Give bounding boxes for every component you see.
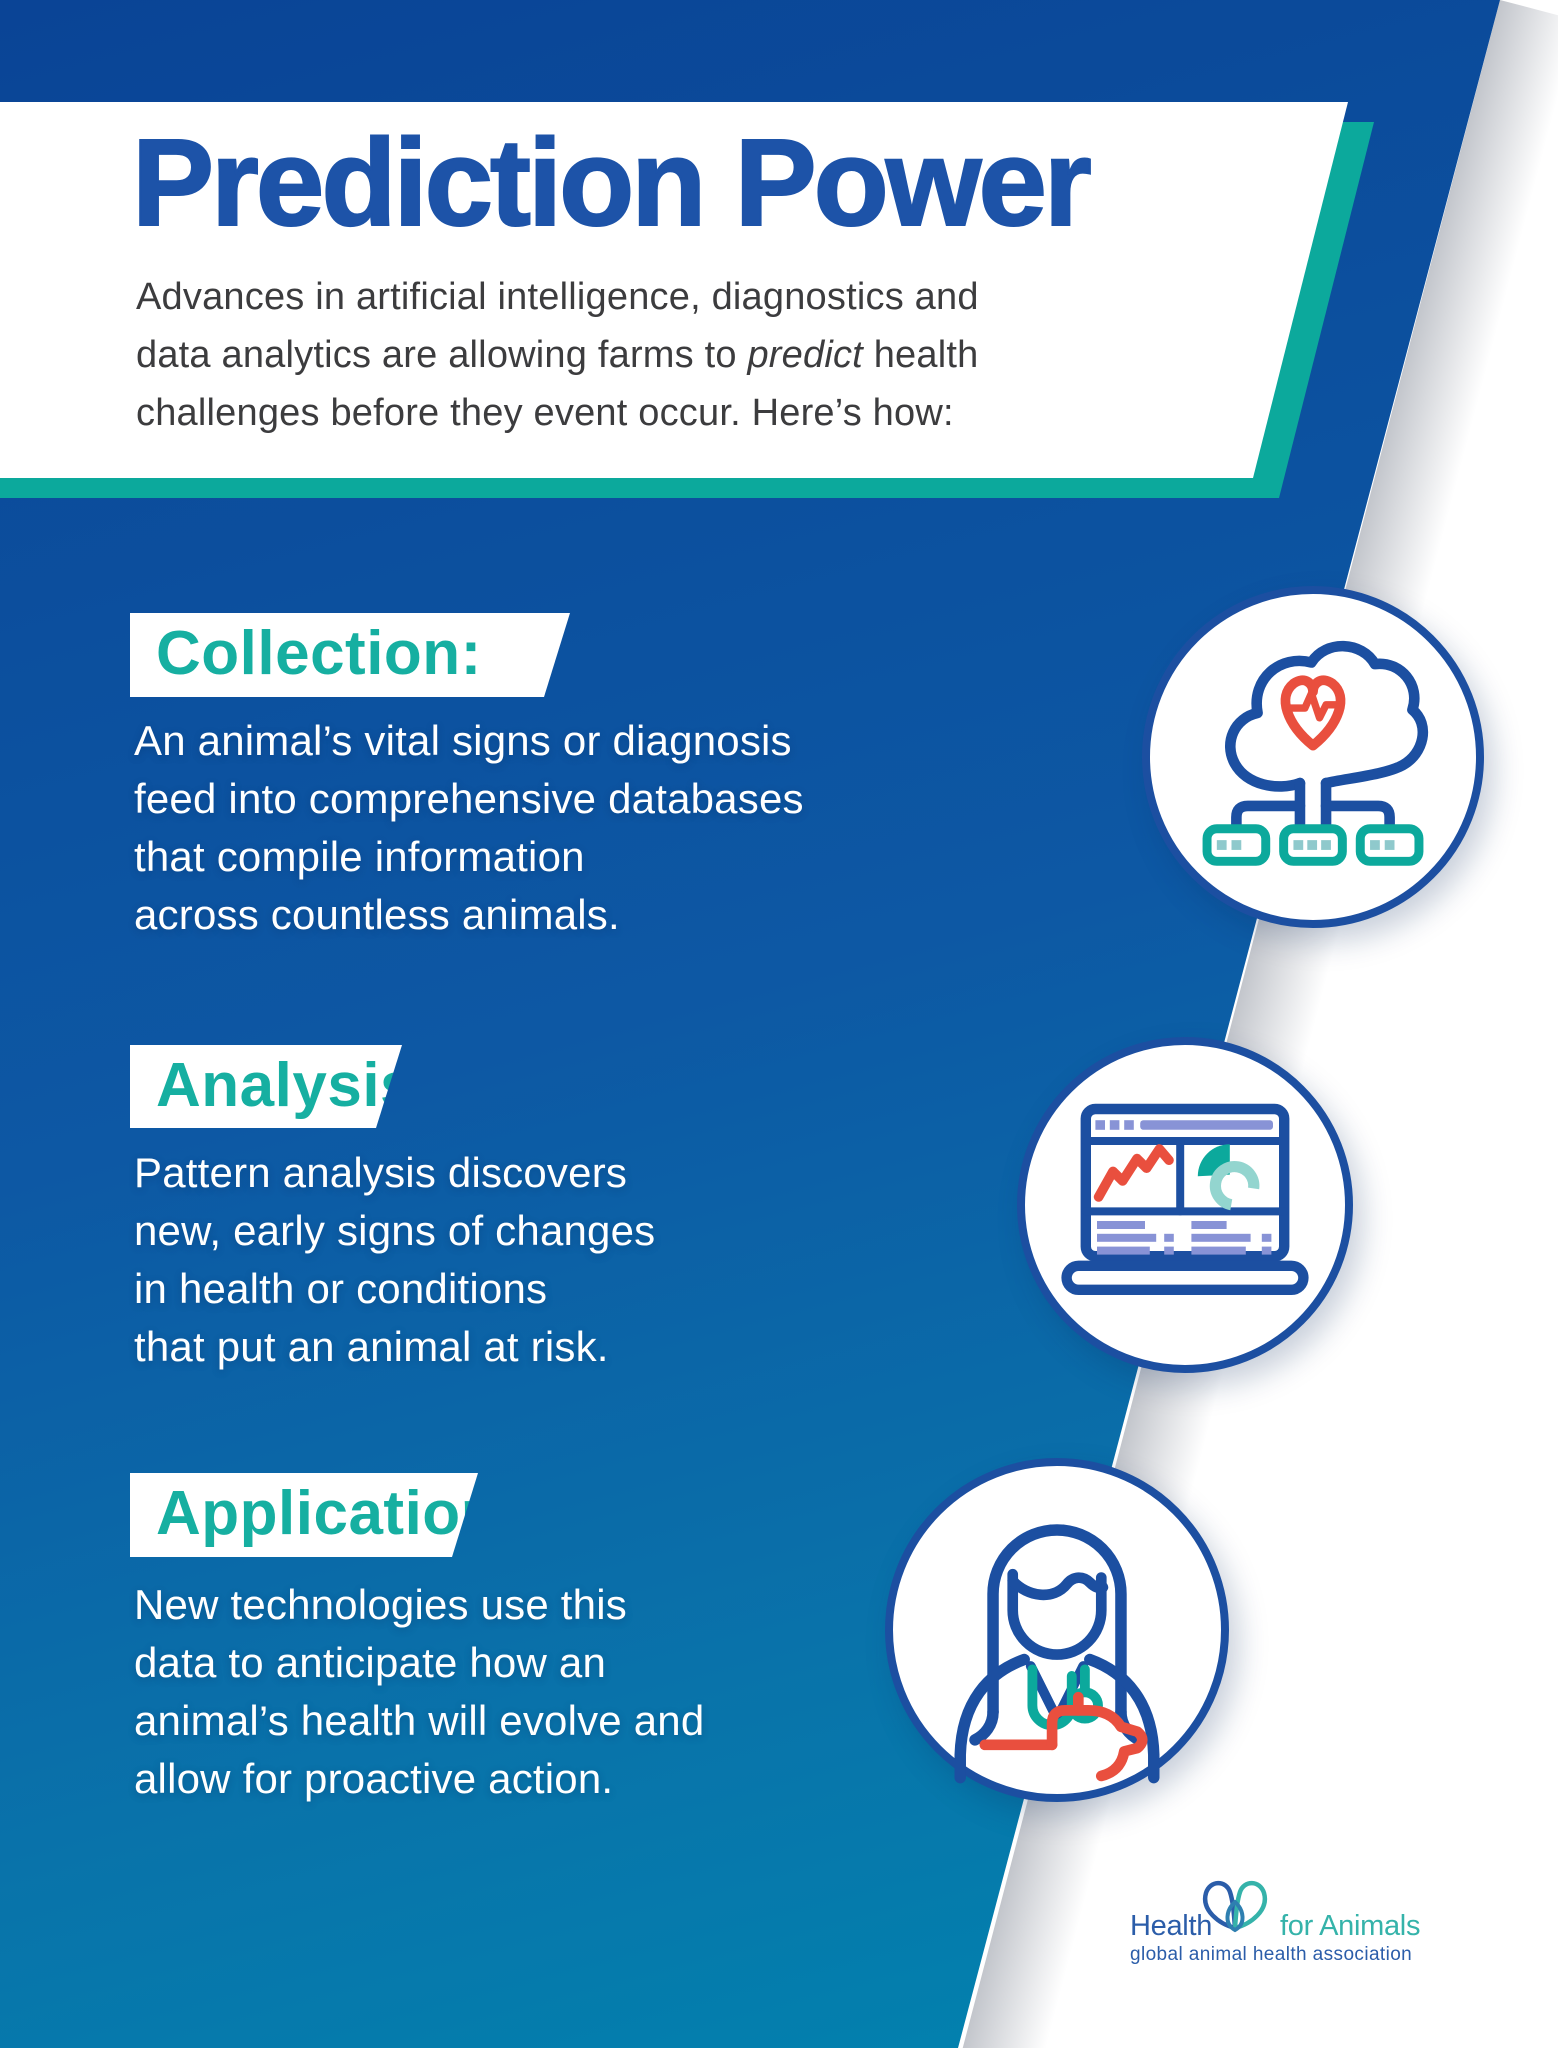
section-heading-collection: Collection:	[156, 619, 482, 688]
logo-text-for-animals: for Animals	[1280, 1910, 1421, 1942]
subtitle-line1: Advances in artificial intelligence, dia…	[136, 276, 979, 318]
analysis-icon-circle	[1017, 1037, 1353, 1373]
laptop-analytics-icon	[1061, 1103, 1309, 1295]
logo-tagline: global animal health association	[1130, 1944, 1413, 1965]
section-heading-application: Application:	[156, 1479, 521, 1548]
section-banner-analysis: Analysis:	[130, 1045, 402, 1128]
butterfly-logo-icon	[1202, 1880, 1268, 1933]
section-body-collection: An animal’s vital signs or diagnosis fee…	[134, 717, 804, 938]
subtitle-line2-pre: data analytics are allowing farms to	[136, 334, 748, 376]
section-body-application: New technologies use this data to antici…	[134, 1581, 705, 1802]
subtitle-line2-italic: predict	[747, 334, 863, 376]
cloud-database-heart-icon	[1202, 640, 1429, 866]
section-heading-analysis: Analysis:	[156, 1051, 437, 1120]
logo-text-health: Health	[1130, 1910, 1213, 1942]
section-banner-collection: Collection:	[130, 613, 570, 697]
page-subtitle: Advances in artificial intelligence, dia…	[136, 268, 979, 442]
subtitle-line2-post: health	[862, 334, 979, 376]
subtitle-line3: challenges before they event occur. Here…	[136, 392, 954, 434]
application-icon-circle	[885, 1458, 1229, 1802]
section-banner-application: Application:	[130, 1473, 478, 1557]
section-body-analysis: Pattern analysis discovers new, early si…	[134, 1149, 656, 1370]
page-title: Prediction Power	[131, 115, 1093, 252]
footer-logo: Health for Animals global animal health …	[1128, 1866, 1468, 1970]
veterinarian-pet-icon	[954, 1524, 1160, 1784]
collection-icon-circle	[1142, 586, 1484, 928]
